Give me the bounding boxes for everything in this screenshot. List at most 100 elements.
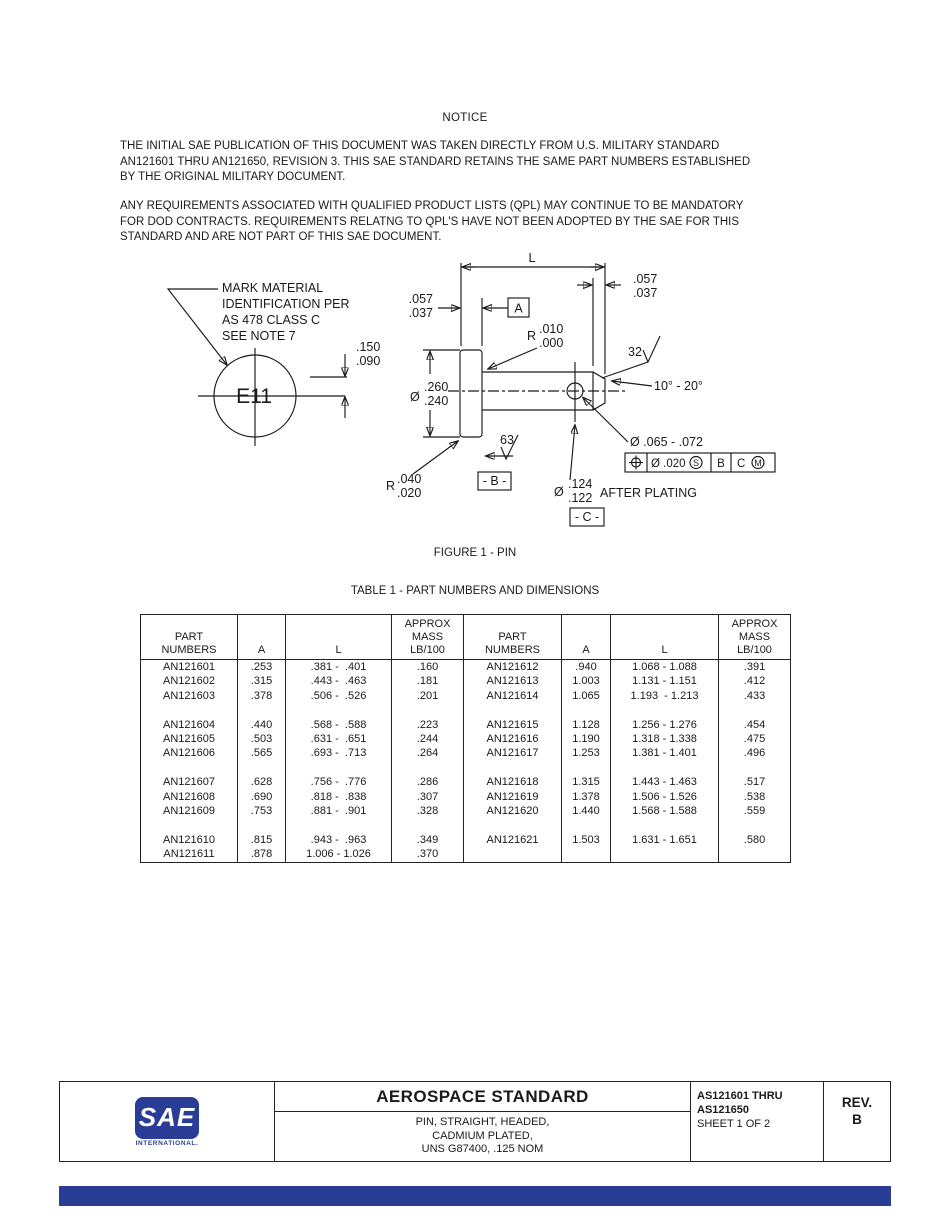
cell-a: .690 — [237, 789, 286, 805]
cell-a: .503 — [237, 732, 286, 747]
header-mass: APPROX MASS LB/100 — [391, 614, 464, 660]
cell-part: AN121618 — [463, 775, 562, 790]
cell-a: 1.315 — [561, 775, 611, 790]
cell-l: 1.631 - 1.651 — [610, 832, 719, 848]
cell-part: AN121611 — [140, 847, 238, 863]
datum-c-label: - C - — [575, 510, 599, 524]
cell-mass: .349 — [391, 832, 464, 848]
shaft-dia-lower: .122 — [568, 491, 592, 505]
cell-a: 1.503 — [561, 832, 611, 848]
fcf-tolerance: Ø .020 — [651, 458, 686, 470]
cell-mass: .181 — [391, 674, 464, 689]
cell-part — [140, 818, 238, 833]
datum-a-box — [507, 297, 530, 318]
cell-l: .443 - .463 — [285, 674, 392, 689]
mark-note-line1: MARK MATERIAL — [222, 281, 323, 295]
cell-a: 1.128 — [561, 717, 611, 733]
cell-part: AN121616 — [463, 732, 562, 747]
table-caption: TABLE 1 - PART NUMBERS AND DIMENSIONS — [350, 585, 600, 597]
l-dim-label: L — [529, 251, 536, 265]
fcf-s-circle — [689, 455, 703, 470]
fcf-datum-c: C — [737, 458, 745, 470]
cell-part: AN121603 — [140, 688, 238, 704]
footer-accent-bar — [59, 1186, 891, 1206]
notice-title: NOTICE — [442, 112, 488, 124]
table-header-row: PART NUMBERS A L APPROX MASS LB/100 PART… — [140, 614, 791, 660]
cell-part: AN121605 — [140, 732, 238, 747]
cell-mass — [391, 760, 464, 776]
cell-mass: .475 — [718, 732, 791, 747]
fcf-m-label: M — [754, 458, 762, 468]
cell-l: .631 - .651 — [285, 732, 392, 747]
cell-part: AN121614 — [463, 688, 562, 704]
cell-l: 1.381 - 1.401 — [610, 746, 719, 761]
cell-a: .378 — [237, 688, 286, 704]
sae-logo-badge: SAE — [135, 1096, 199, 1139]
cell-l: 1.131 - 1.151 — [610, 674, 719, 689]
header-l: L — [285, 614, 392, 660]
finish-63-icon — [500, 434, 519, 461]
cell-mass: .307 — [391, 789, 464, 805]
cell-part: AN121606 — [140, 746, 238, 761]
cell-part — [463, 818, 562, 833]
cell-mass: .454 — [718, 717, 791, 733]
cell-mass: .559 — [718, 804, 791, 819]
cell-l: 1.318 - 1.338 — [610, 732, 719, 747]
part-numbers-table: PART NUMBERS A L APPROX MASS LB/100 PART… — [140, 614, 791, 863]
cell-part — [140, 703, 238, 718]
cell-a: .878 — [237, 847, 286, 863]
cell-mass: .328 — [391, 804, 464, 819]
header-l: L — [610, 614, 719, 660]
cell-a — [237, 818, 286, 833]
cell-part: AN121609 — [140, 804, 238, 819]
subtitle-line1: PIN, STRAIGHT, HEADED, — [415, 1116, 550, 1129]
datum-c-box — [569, 507, 605, 527]
fillet-leader — [488, 347, 538, 369]
rev-value: B — [852, 1112, 862, 1127]
header-mass: APPROX MASS LB/100 — [718, 614, 791, 660]
cell-a: .753 — [237, 804, 286, 819]
fcf-datum-b: B — [717, 458, 725, 470]
cell-l: 1.256 - 1.276 — [610, 717, 719, 733]
after-plating-label: AFTER PLATING — [600, 486, 697, 500]
head-thk-upper: .057 — [409, 292, 433, 306]
datum-b-box — [477, 471, 512, 491]
document-number-cell: AS121601 THRU AS121650 SHEET 1 OF 2 — [691, 1082, 824, 1161]
title-block-center: AEROSPACE STANDARD PIN, STRAIGHT, HEADED… — [275, 1082, 691, 1161]
header-part-numbers: PART NUMBERS — [463, 614, 562, 660]
cell-part: AN121602 — [140, 674, 238, 689]
band-dim-lower: .090 — [356, 354, 380, 368]
shaft-dia-symbol: Ø — [554, 485, 564, 499]
cell-part: AN121608 — [140, 789, 238, 805]
doc-number-line1: AS121601 THRU — [697, 1090, 783, 1102]
cell-mass: .370 — [391, 847, 464, 863]
cell-a: 1.190 — [561, 732, 611, 747]
notice-paragraph-2: ANY REQUIREMENTS ASSOCIATED WITH QUALIFI… — [120, 200, 744, 243]
head-r-leader — [412, 441, 458, 475]
cell-a: 1.253 — [561, 746, 611, 761]
sae-logo-subtext: INTERNATIONAL. — [135, 1139, 199, 1147]
mark-note-line3: AS 478 CLASS C — [222, 313, 320, 327]
cell-a — [237, 703, 286, 718]
table-row — [140, 818, 791, 833]
fillet-lower: .000 — [539, 336, 563, 350]
cell-mass: .286 — [391, 775, 464, 790]
document-type: AEROSPACE STANDARD — [275, 1082, 690, 1112]
cell-l: .881 - .901 — [285, 804, 392, 819]
cell-mass — [718, 847, 791, 863]
cell-l: .943 - .963 — [285, 832, 392, 848]
mark-code: E11 — [236, 385, 272, 408]
cell-mass: .580 — [718, 832, 791, 848]
rev-label: REV. — [841, 1095, 873, 1110]
cell-l: .568 - .588 — [285, 717, 392, 733]
cell-mass: .244 — [391, 732, 464, 747]
head-r-lower: .020 — [397, 486, 421, 500]
cell-a: .253 — [237, 659, 286, 675]
cell-part: AN121604 — [140, 717, 238, 733]
cell-part: AN121617 — [463, 746, 562, 761]
